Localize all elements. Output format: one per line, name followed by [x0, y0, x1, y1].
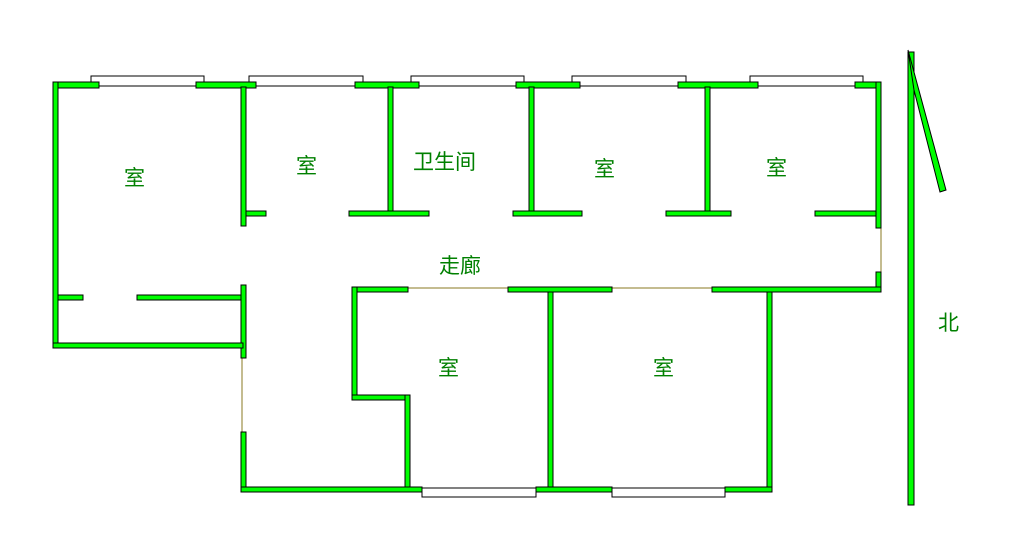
windows	[90, 75, 864, 498]
walls	[52, 81, 882, 493]
corridor-label: 走廊	[439, 254, 481, 278]
north-label: 北	[938, 311, 959, 335]
room-label: 室	[653, 356, 674, 380]
room-label: 室	[124, 166, 145, 190]
room-label: 室	[438, 356, 459, 380]
thin-openings	[241, 228, 882, 435]
room-label: 室	[594, 157, 615, 181]
room-label: 室	[296, 154, 317, 178]
north-arrow-icon	[907, 49, 947, 506]
bathroom-label: 卫生间	[413, 150, 476, 174]
room-label: 室	[766, 156, 787, 180]
